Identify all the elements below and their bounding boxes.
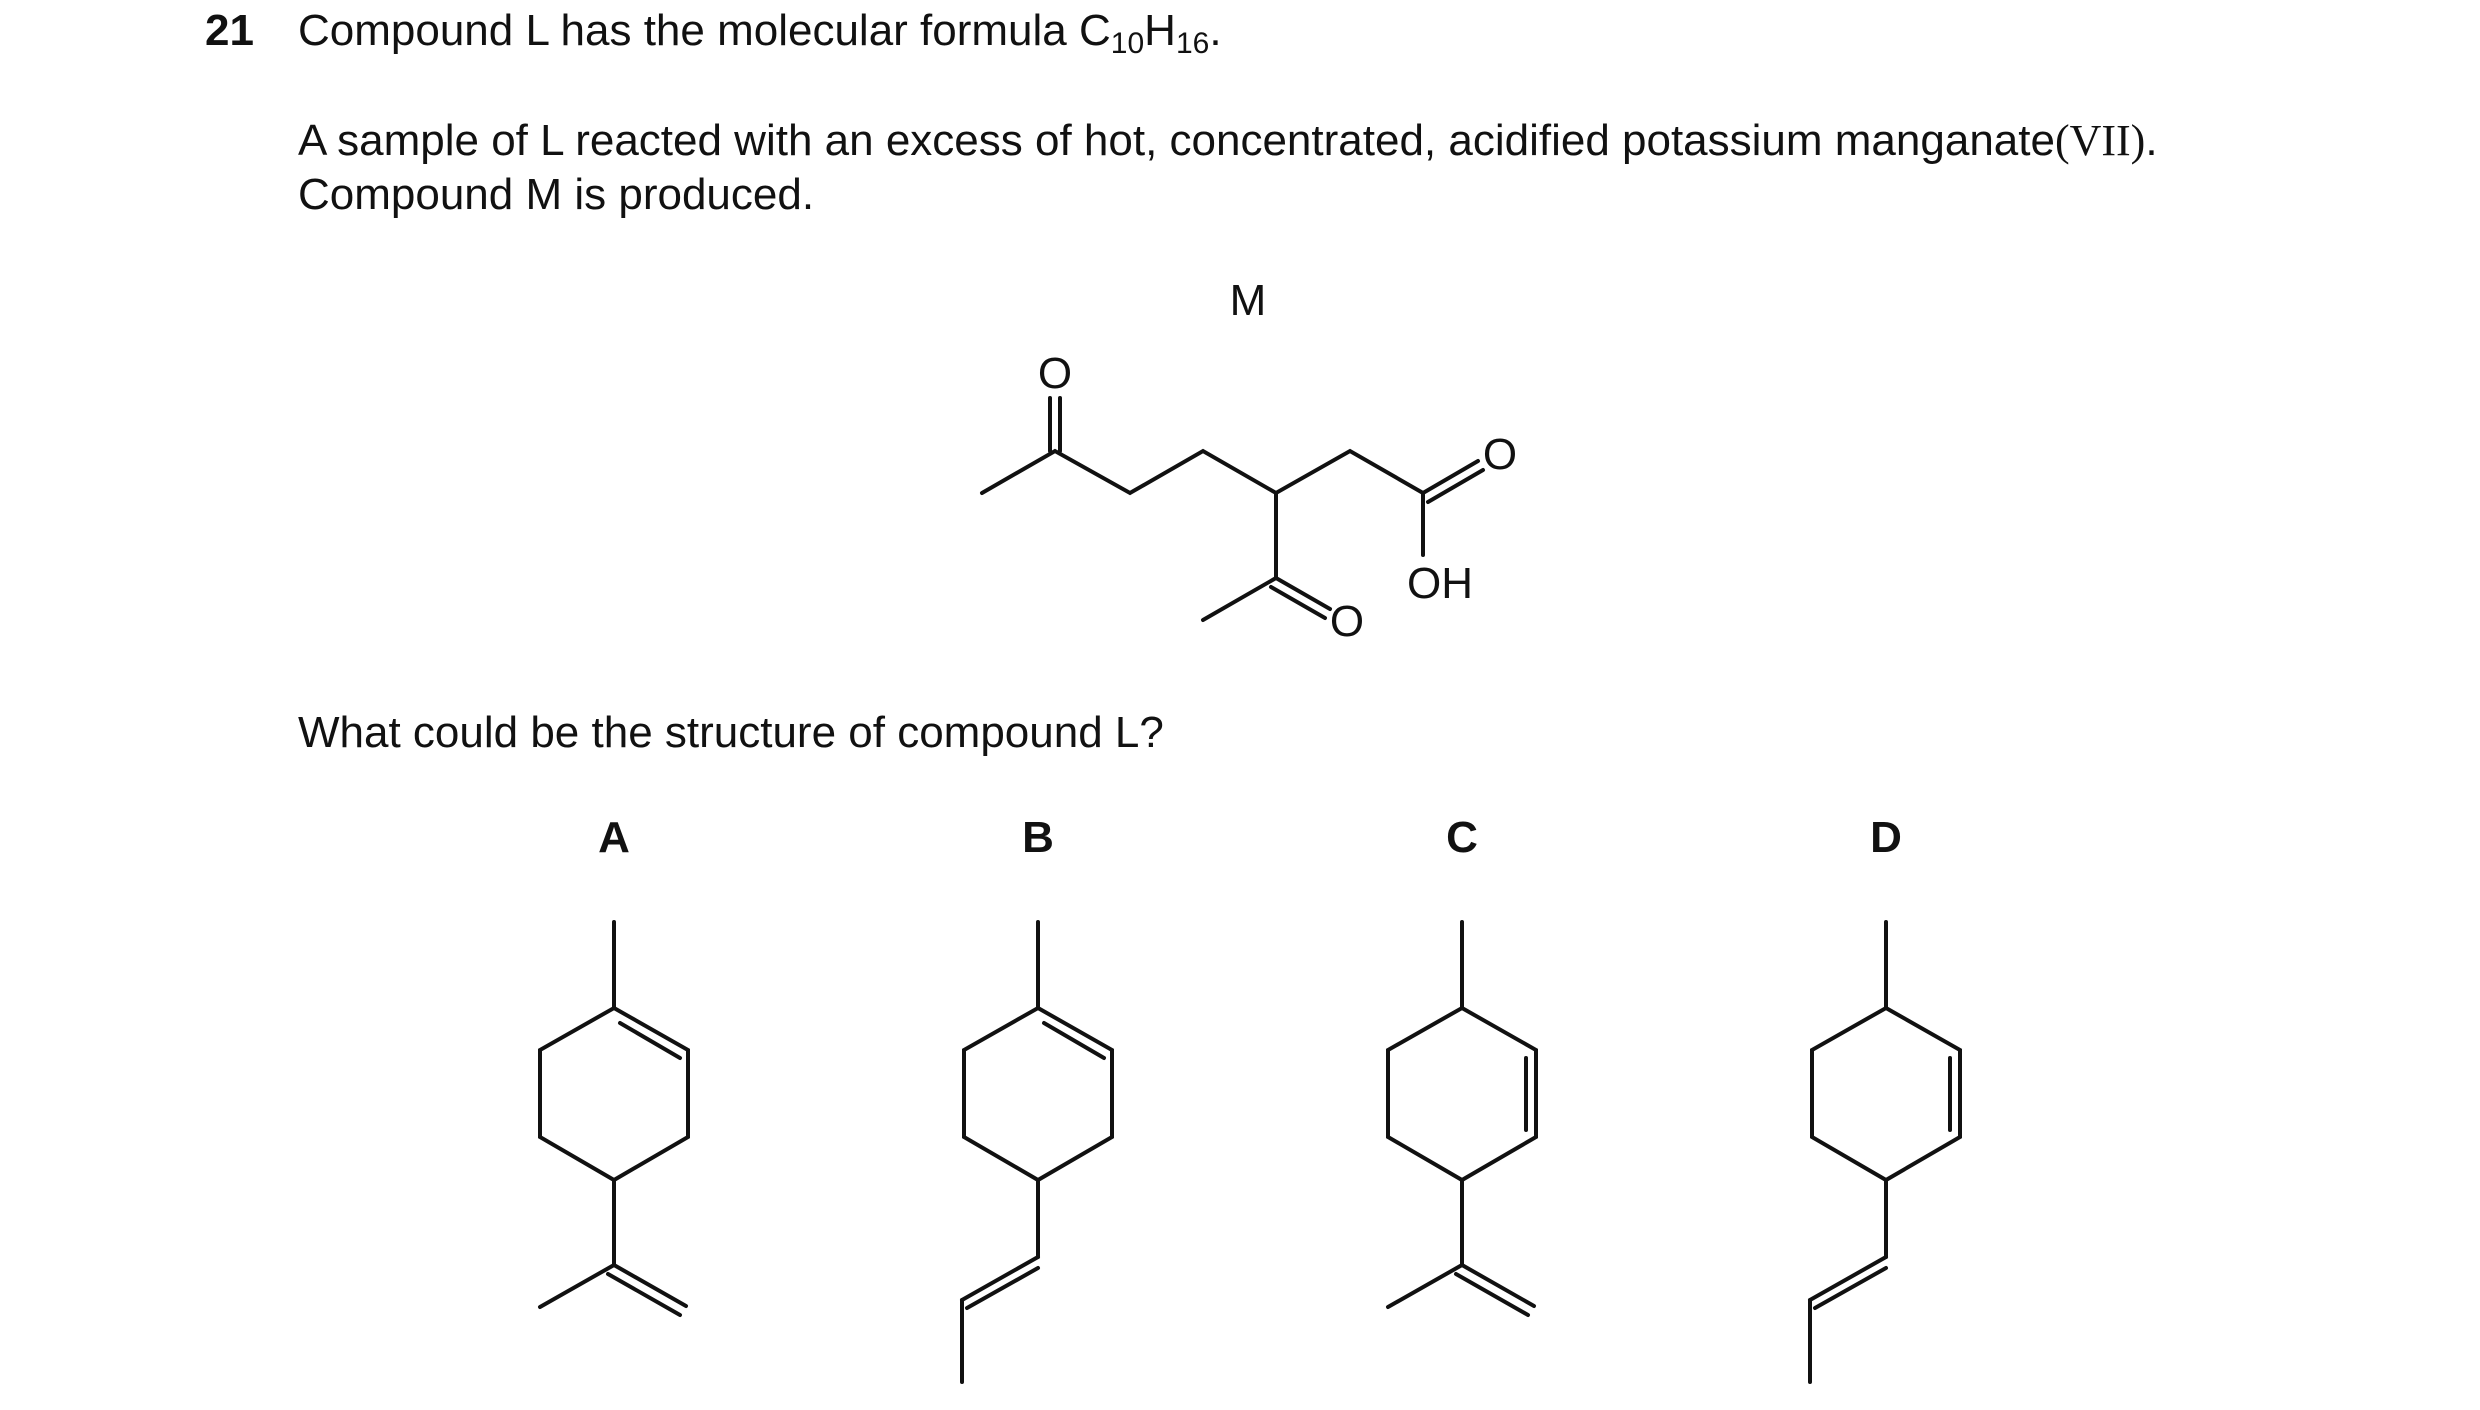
formula-hydrogen-subscript: 16 bbox=[1175, 27, 1210, 60]
formula-hydrogen: H bbox=[1144, 6, 1176, 55]
c-alkene-bond-1 bbox=[1460, 1263, 1536, 1308]
reaction-description-line2: Compound M is produced. bbox=[298, 170, 815, 219]
m-carbon-chain bbox=[980, 448, 1425, 496]
reaction-text: A sample of L reacted with an excess of … bbox=[298, 116, 2055, 165]
m-acid-co-bond-2 bbox=[1426, 468, 1485, 504]
c-side-chain-methyl-bond bbox=[1386, 1263, 1464, 1309]
reaction-description-line1: A sample of L reacted with an excess of … bbox=[298, 114, 2158, 168]
m-atom-o-bottom: O bbox=[1330, 597, 1364, 646]
option-b-label[interactable]: B bbox=[1022, 813, 1054, 862]
m-atom-o-top: O bbox=[1038, 349, 1072, 398]
formula-carbon-subscript: 10 bbox=[1110, 27, 1145, 60]
a-alkene-bond-1 bbox=[612, 1263, 688, 1308]
m-ketone-bottom-bond-1 bbox=[1274, 576, 1332, 611]
option-c-label[interactable]: C bbox=[1446, 813, 1478, 862]
option-a-label[interactable]: A bbox=[598, 813, 630, 862]
oxidation-state: (VII) bbox=[2054, 116, 2146, 165]
c-alkene-bond-2 bbox=[1454, 1272, 1530, 1317]
m-atom-oh: OH bbox=[1407, 559, 1473, 608]
d-cyclohexene-ring bbox=[1810, 1005, 1962, 1183]
d-alkene-bond-1 bbox=[1808, 1255, 1888, 1302]
compound-m-label: M bbox=[1229, 276, 1267, 325]
m-atom-o-acid: O bbox=[1483, 430, 1517, 479]
question-stem-line: Compound L has the molecular formula C10… bbox=[298, 4, 1222, 60]
stem-text: Compound L has the molecular formula C bbox=[298, 6, 1111, 55]
a-side-chain-methyl-bond bbox=[538, 1263, 616, 1309]
m-ketone-bottom-bond-2 bbox=[1269, 585, 1327, 620]
a-ring-double-bond bbox=[618, 1021, 682, 1060]
formula-end: . bbox=[1209, 6, 1222, 55]
a-alkene-bond-2 bbox=[606, 1272, 682, 1317]
d-alkene-bond-2 bbox=[1813, 1266, 1888, 1310]
reaction-text-end: . bbox=[2145, 116, 2158, 165]
m-acid-co-bond-1 bbox=[1421, 459, 1480, 495]
b-ring-double-bond bbox=[1042, 1021, 1106, 1060]
m-methyl-bond bbox=[1201, 576, 1278, 622]
b-alkene-bond-1 bbox=[960, 1255, 1040, 1302]
question-prompt: What could be the structure of compound … bbox=[298, 708, 1164, 757]
option-d-label[interactable]: D bbox=[1870, 813, 1902, 862]
question-number: 21 bbox=[205, 6, 254, 55]
b-alkene-bond-2 bbox=[965, 1266, 1040, 1310]
